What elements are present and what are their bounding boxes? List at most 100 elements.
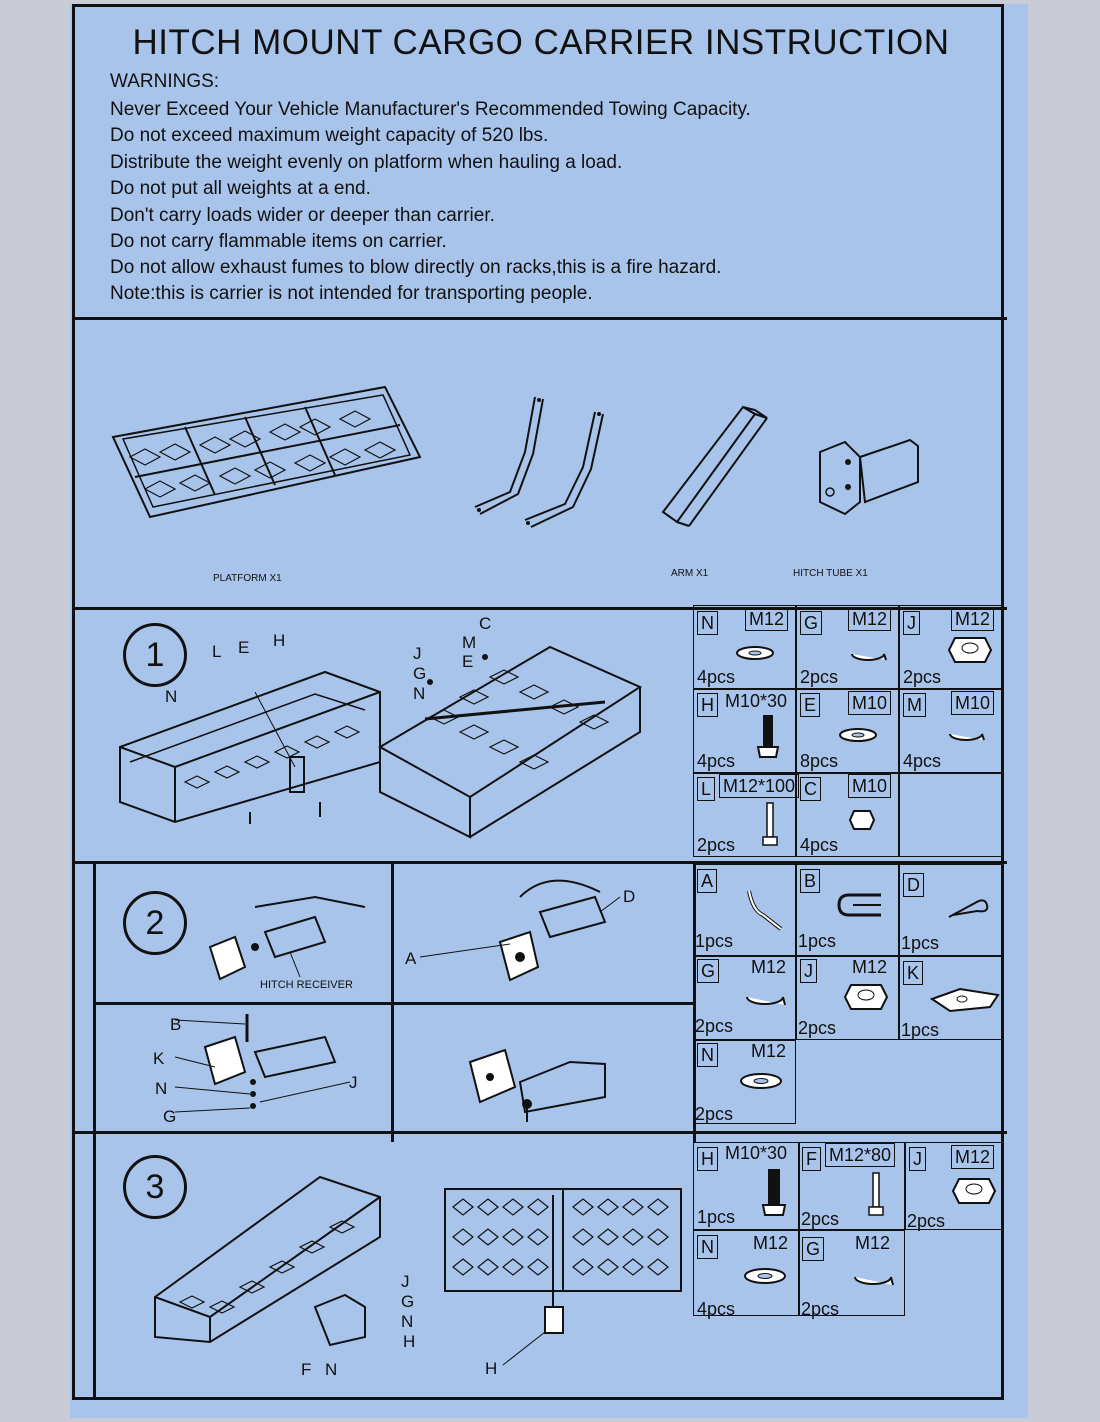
part-qty: 4pcs: [800, 835, 839, 855]
label-N2: N: [413, 684, 426, 703]
step-1-number: 1: [123, 623, 187, 687]
part-qty: 4pcs: [697, 751, 736, 771]
label-M: M: [462, 633, 477, 652]
warning-line: Do not put all weights at a end.: [110, 178, 371, 199]
part-cell: [905, 1142, 1002, 1230]
label-N: N: [401, 1312, 414, 1331]
nut-icon: [843, 984, 889, 1010]
instruction-sheet: HITCH MOUNT CARGO CARRIER INSTRUCTION WA…: [70, 4, 1028, 1418]
hitch-tube-illustration: [819, 438, 919, 516]
part-cell: [899, 773, 1002, 857]
part-qty: 8pcs: [800, 751, 839, 771]
part-size: M12: [848, 607, 892, 631]
part-size: M10: [848, 774, 892, 798]
pin-icon: [747, 890, 783, 931]
part-cell: [693, 605, 796, 689]
label-N2: N: [325, 1360, 338, 1379]
part-cell: [693, 689, 796, 773]
part-code: M: [903, 693, 926, 717]
step2-assembled-illustration: [468, 1048, 606, 1122]
warning-line: Never Exceed Your Vehicle Manufacturer's…: [110, 99, 751, 120]
platform-illustration: [111, 385, 422, 519]
label-J: J: [413, 644, 422, 663]
divider: [75, 317, 1007, 320]
part-cell: [693, 773, 796, 857]
part-code: E: [800, 693, 821, 717]
part-size: M10: [951, 691, 995, 715]
warning-line: Distribute the weight evenly on platform…: [110, 152, 623, 173]
divider: [75, 1131, 1007, 1134]
arm-caption: ARM X1: [671, 568, 709, 579]
label-B: B: [170, 1015, 182, 1034]
long-bolt-icon: [762, 802, 778, 846]
part-qty: 4pcs: [697, 1299, 736, 1319]
label-A: A: [405, 949, 417, 968]
part-qty: 1pcs: [901, 1020, 940, 1040]
step2-bracket-illustration: [174, 1014, 351, 1113]
part-code: B: [800, 869, 821, 893]
part-size: M10*30: [725, 1143, 788, 1163]
step1-assembly-illustration: [377, 645, 643, 839]
warning-line: Do not carry flammable items on carrier.: [110, 231, 447, 252]
step-2-number: 2: [123, 891, 187, 955]
part-code: N: [697, 1043, 718, 1067]
long-bolt-icon: [868, 1172, 884, 1216]
part-code: G: [802, 1237, 825, 1261]
lock-washer-icon: [746, 996, 786, 1006]
part-size: M10*30: [725, 691, 788, 711]
divider: [75, 607, 1007, 610]
lock-washer-icon: [851, 653, 887, 661]
label-F: F: [301, 1360, 312, 1379]
label-G: G: [163, 1107, 177, 1126]
lock-washer-icon: [949, 733, 985, 741]
part-size: M12: [855, 1233, 891, 1253]
sheet-frame: HITCH MOUNT CARGO CARRIER INSTRUCTION WA…: [72, 4, 1007, 1400]
hitch-receiver-label: HITCH RECEIVER: [260, 979, 353, 991]
label-E2: E: [462, 652, 474, 671]
part-code: C: [800, 777, 821, 801]
step2-pin-illustration: [419, 879, 621, 982]
step2-receiver-illustration: [208, 895, 366, 981]
part-qty: 1pcs: [695, 931, 734, 951]
part-size: M12*80: [825, 1143, 896, 1167]
part-size: M12: [753, 1233, 789, 1253]
part-cell: [796, 689, 899, 773]
washer-icon: [839, 728, 877, 742]
label-N: N: [165, 687, 178, 706]
bolt-icon: [761, 1169, 787, 1216]
label-J: J: [401, 1272, 410, 1291]
divider: [693, 864, 696, 1142]
part-qty: 2pcs: [695, 1016, 734, 1036]
warning-line: Do not allow exhaust fumes to blow direc…: [110, 257, 722, 278]
arm-illustration: [661, 405, 768, 527]
platform-caption: PLATFORM X1: [213, 573, 282, 584]
part-code: L: [697, 777, 716, 801]
part-cell: [796, 956, 899, 1040]
part-size: M12: [951, 607, 995, 631]
label-G: G: [413, 664, 427, 683]
lock-washer-icon: [854, 1276, 894, 1286]
label-E: E: [238, 638, 250, 657]
nut-icon: [848, 810, 876, 830]
label-H: H: [403, 1332, 416, 1351]
part-qty: 4pcs: [697, 667, 736, 687]
part-code: H: [697, 693, 718, 717]
part-qty: 1pcs: [798, 931, 837, 951]
u-bolt-icon: [837, 893, 881, 917]
warning-line: Don't carry loads wider or deeper than c…: [110, 205, 495, 226]
label-K: K: [153, 1049, 165, 1068]
clip-icon: [948, 899, 989, 918]
part-cell: [899, 605, 1002, 689]
part-qty: 2pcs: [903, 667, 942, 687]
part-size: M12*100: [719, 774, 800, 798]
part-size: M12: [745, 607, 789, 631]
part-cell: [693, 1040, 796, 1124]
part-code: J: [903, 611, 920, 635]
washer-icon: [740, 1073, 782, 1089]
warnings-heading: WARNINGS:: [110, 71, 220, 92]
washer-icon: [744, 1268, 786, 1284]
part-cell: [693, 1142, 799, 1230]
part-size: M12: [751, 957, 787, 977]
part-cell: [796, 773, 899, 857]
divider: [93, 1002, 693, 1005]
